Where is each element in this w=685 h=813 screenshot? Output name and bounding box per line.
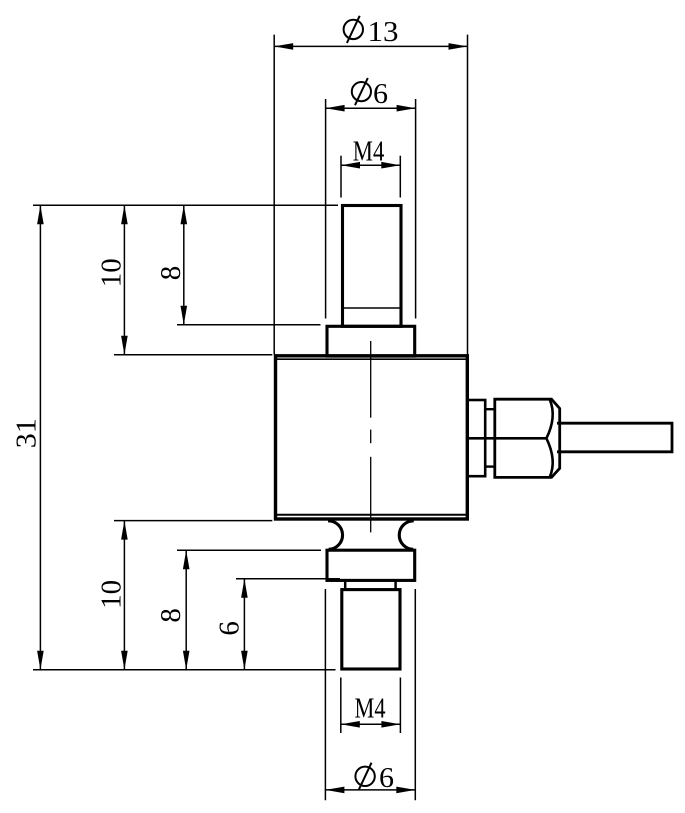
svg-text:6: 6: [214, 621, 246, 636]
svg-text:6: 6: [373, 78, 388, 110]
svg-text:M4: M4: [355, 693, 386, 725]
svg-text:31: 31: [11, 418, 43, 448]
svg-text:10: 10: [95, 580, 127, 609]
svg-text:8: 8: [155, 608, 187, 623]
svg-text:8: 8: [155, 266, 187, 281]
svg-text:6: 6: [379, 762, 394, 794]
svg-text:10: 10: [95, 258, 127, 287]
svg-text:M4: M4: [353, 135, 385, 167]
svg-text:13: 13: [368, 16, 399, 48]
